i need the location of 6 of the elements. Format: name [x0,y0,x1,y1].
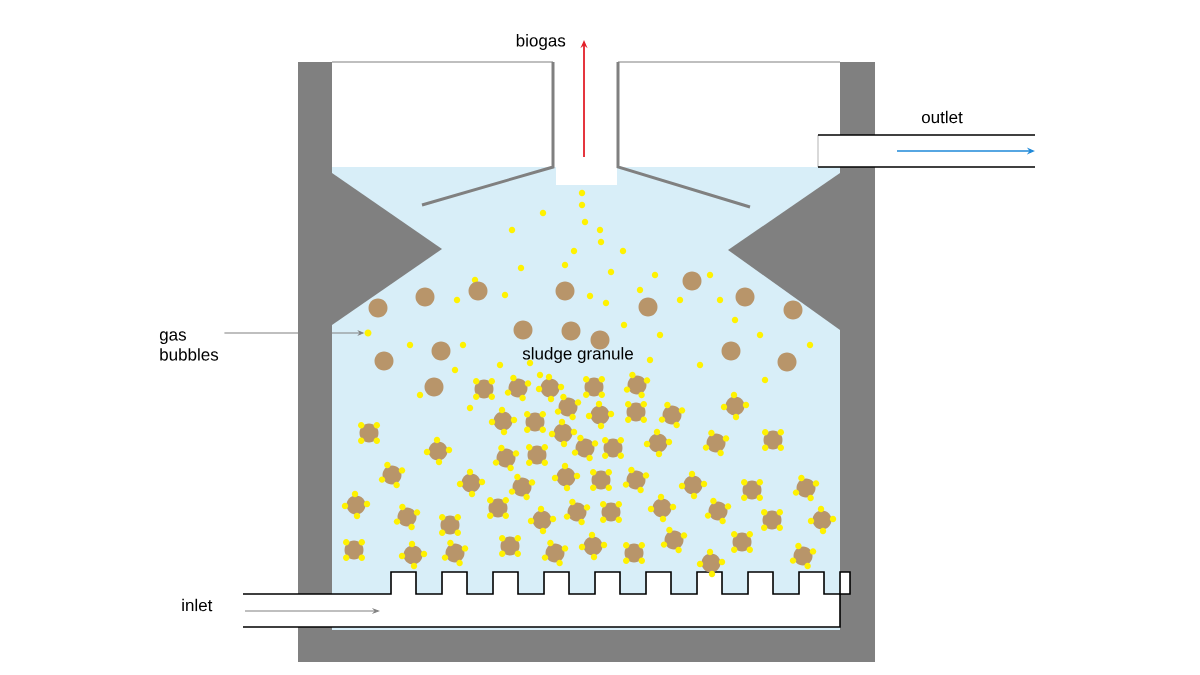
callout-text: gas bubbles [159,331,219,361]
label: outlet [921,110,963,124]
label: biogas [516,34,566,50]
label: sludge granule [522,347,633,363]
gas-bubble [364,329,372,337]
label: inlet [182,598,213,612]
